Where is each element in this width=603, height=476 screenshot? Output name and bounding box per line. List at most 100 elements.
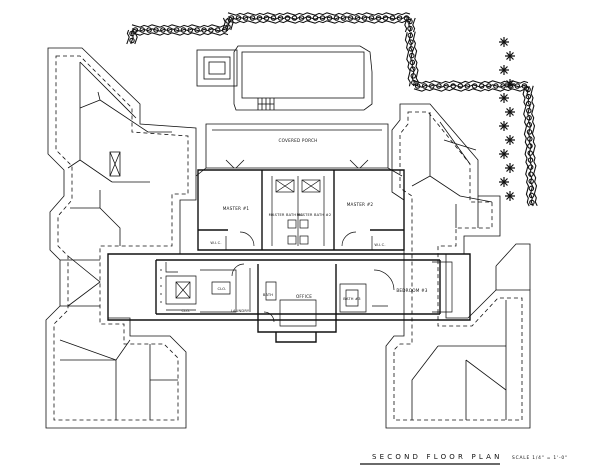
- shrub-icon: [527, 164, 534, 170]
- shrub-icon: [407, 32, 414, 39]
- shrub-icon: [421, 83, 428, 89]
- shrub-icon: [493, 83, 499, 89]
- shrub-icon: [525, 93, 532, 100]
- tree-icon: [505, 51, 515, 61]
- tree-icon: [499, 177, 509, 187]
- title-block: SECOND FLOOR PLAN SCALE 1/4" = 1'-0": [360, 453, 568, 465]
- label-office: OFFICE: [296, 294, 312, 299]
- shrub-icon: [407, 25, 413, 32]
- shrub-icon: [443, 83, 449, 89]
- interior-detail: [160, 176, 453, 327]
- shrub-icon: [291, 15, 298, 21]
- shrub-icon: [361, 15, 368, 21]
- shrub-icon: [528, 185, 535, 192]
- shrub-icon: [305, 15, 312, 21]
- shrub-icon: [354, 15, 361, 21]
- shrub-icon: [526, 107, 532, 114]
- shrub-icon: [457, 83, 464, 89]
- hedge-stroke: [408, 17, 412, 33]
- shrub-icon: [208, 27, 214, 33]
- house-walls: [107, 169, 471, 343]
- shrub-icon: [160, 27, 166, 33]
- label-master-bath-1: MASTER BATH #1: [269, 213, 304, 217]
- roof-wing-left: [45, 47, 197, 429]
- shrub-icon: [382, 15, 389, 21]
- shrub-icon: [173, 27, 180, 33]
- shrub-icon: [527, 157, 534, 163]
- pool-deck: [196, 45, 373, 111]
- porch-roof: [195, 123, 403, 177]
- shrub-icon: [529, 199, 535, 206]
- shrub-icon: [180, 27, 187, 33]
- hedge-stroke: [404, 17, 408, 33]
- shrub-icon: [429, 83, 435, 89]
- shrub-icon: [298, 15, 305, 21]
- shrub-icon: [436, 83, 442, 89]
- tree-row: [499, 37, 515, 201]
- shrub-icon: [408, 39, 414, 45]
- plan-scale: SCALE 1/4" = 1'-0": [512, 455, 568, 461]
- tree-icon: [505, 79, 515, 89]
- tree-icon: [499, 37, 509, 47]
- shrub-icon: [319, 15, 326, 21]
- hedge-stroke: [412, 31, 419, 86]
- hedge-stroke: [412, 17, 416, 33]
- shrub-icon: [409, 59, 416, 66]
- shrub-icon: [277, 15, 284, 21]
- hedge-stroke: [413, 84, 529, 88]
- shrub-icon: [228, 15, 235, 21]
- shrub-icon: [368, 15, 375, 21]
- shrub-icon: [201, 27, 207, 33]
- label-master-bath-2: MASTER BATH #2: [297, 213, 332, 217]
- shrub-icon: [396, 15, 403, 21]
- shrub-icon: [486, 83, 492, 89]
- label-bath: BATH: [263, 293, 273, 297]
- shrub-icon: [408, 46, 415, 52]
- shrub-icon: [347, 15, 354, 21]
- shrub-icon: [242, 15, 249, 21]
- hedge-stroke: [404, 32, 411, 87]
- label-bath-3: BATH #3: [343, 297, 360, 301]
- shrub-icon: [527, 143, 533, 149]
- shrub-icon: [249, 15, 256, 21]
- hedge-stroke: [131, 32, 229, 36]
- shrub-icon: [146, 27, 152, 33]
- shrub-icon: [471, 83, 478, 89]
- shrub-icon: [527, 150, 533, 156]
- shrub-icon: [132, 27, 139, 33]
- hedge-stroke: [222, 17, 226, 31]
- shrub-icon: [389, 15, 396, 21]
- landscape-hedge: [126, 12, 538, 207]
- shrub-icon: [526, 122, 533, 128]
- roof-wing-right: [385, 103, 531, 429]
- hedge-stroke: [408, 31, 415, 87]
- shrub-icon: [464, 83, 471, 89]
- shrub-icon: [478, 83, 485, 89]
- shrub-icon: [528, 192, 535, 199]
- shrub-icon: [153, 27, 159, 33]
- label-laundry: LAUNDRY: [231, 309, 250, 313]
- label-master-2: MASTER #2: [347, 202, 374, 207]
- shrub-icon: [407, 18, 413, 25]
- shrub-icon: [375, 15, 382, 21]
- hedge-stroke: [227, 16, 411, 20]
- shrub-icon: [526, 115, 532, 121]
- label-bedroom-3: BEDROOM #3: [396, 288, 427, 293]
- tree-icon: [505, 191, 515, 201]
- shrub-icon: [225, 24, 231, 30]
- room-labels: COVERED PORCH MASTER #1 MASTER #2 MASTER…: [181, 138, 427, 313]
- hedge-stroke: [227, 12, 411, 16]
- shrub-icon: [284, 15, 291, 21]
- hedge-stroke: [227, 20, 411, 24]
- shrub-icon: [525, 100, 532, 107]
- shrub-icon: [129, 37, 135, 44]
- hedge-stroke: [131, 28, 229, 32]
- hedge-stroke: [413, 88, 529, 92]
- shrub-icon: [527, 136, 533, 142]
- shrub-icon: [528, 171, 534, 177]
- shrub-icon: [410, 66, 416, 72]
- shrub-icon: [333, 15, 340, 21]
- shrub-icon: [500, 83, 506, 89]
- shrub-icon: [514, 83, 521, 89]
